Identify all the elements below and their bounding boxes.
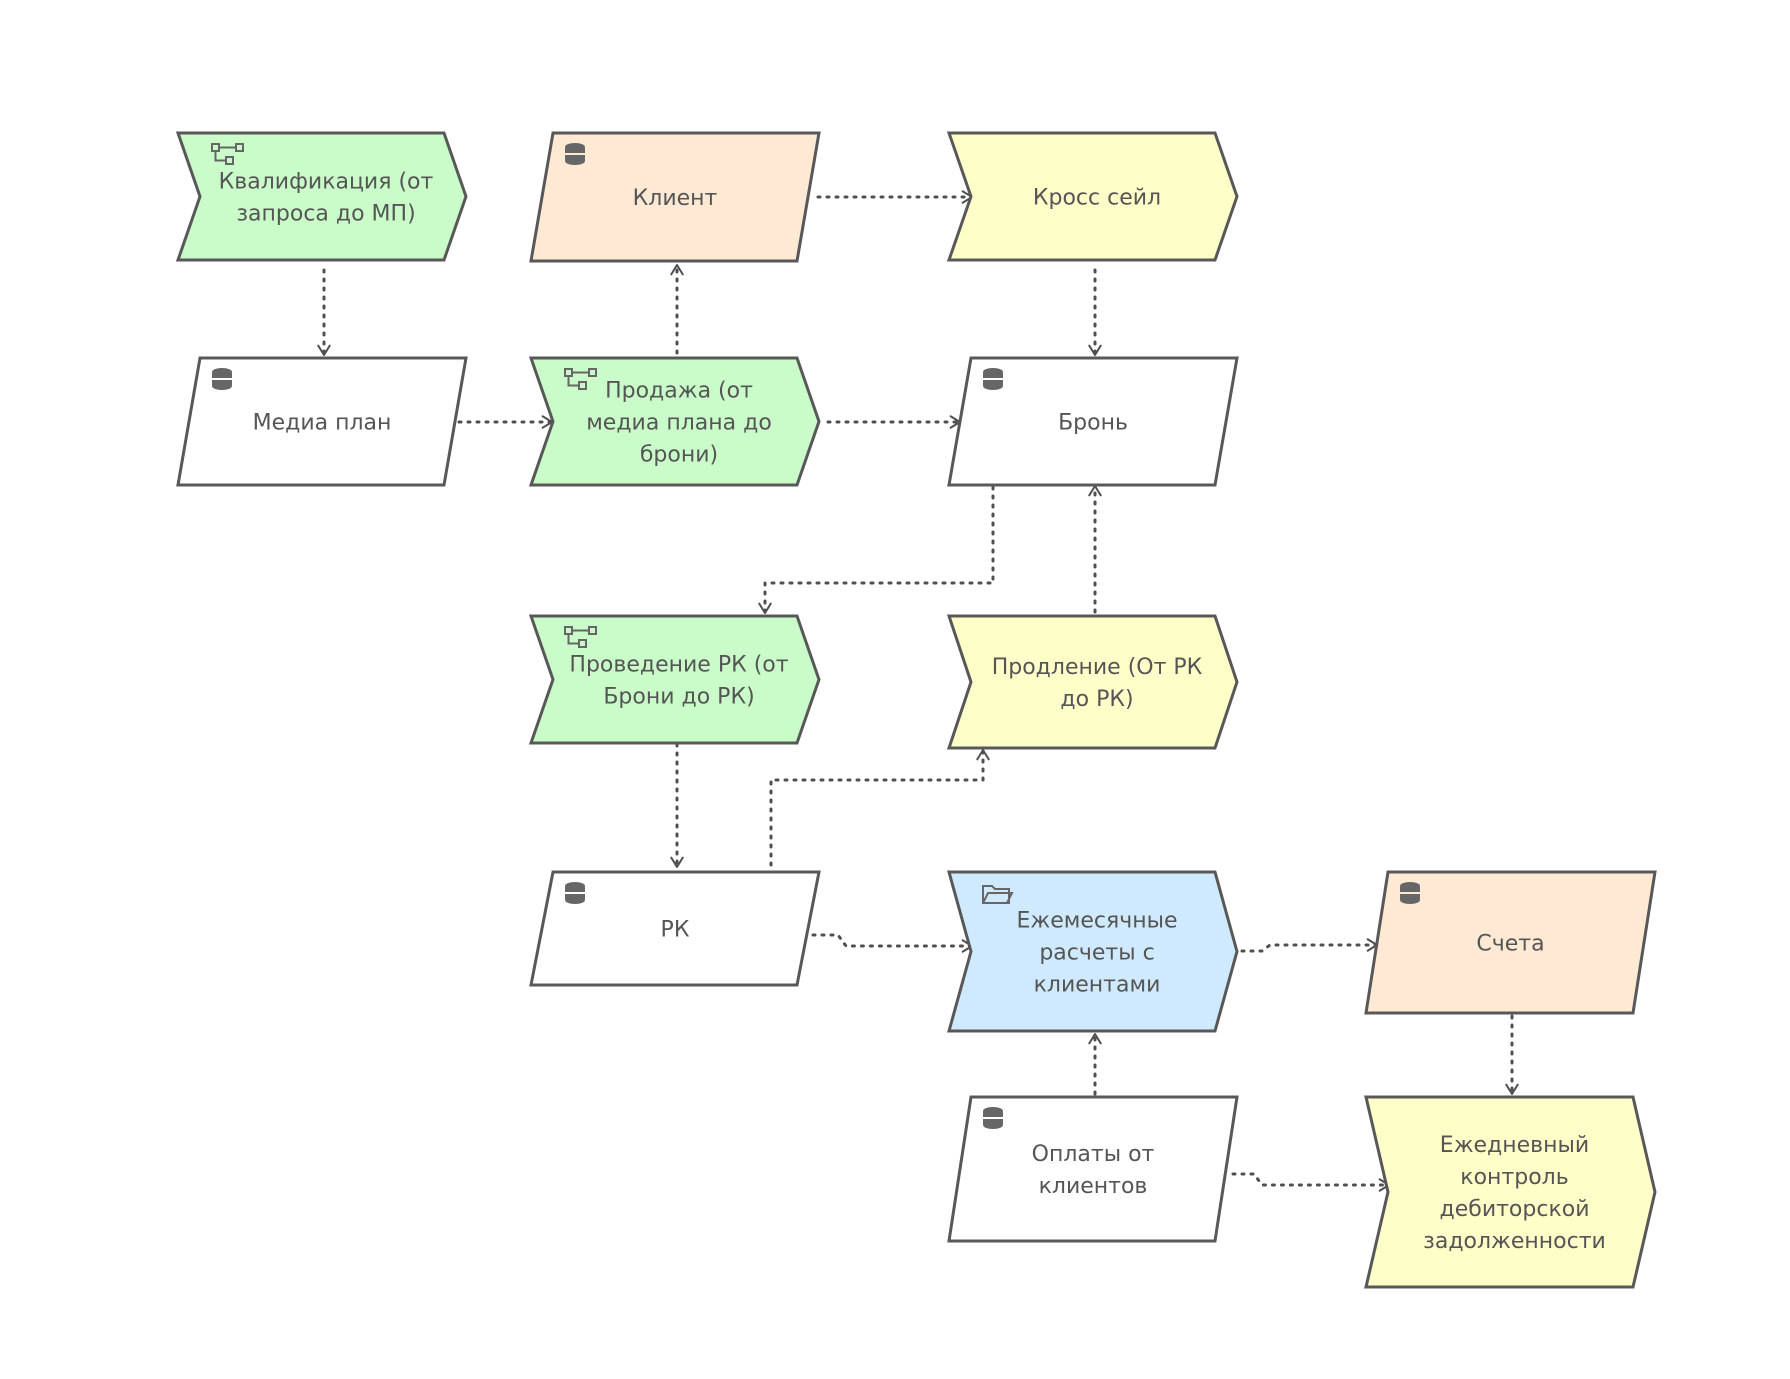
- connector-rk-to-prodlenie[interactable]: [769, 748, 990, 867]
- node-label-line: Кросс сейл: [1033, 186, 1161, 211]
- node-shape: [946, 131, 1239, 262]
- node-label-line: клиентов: [1039, 1174, 1148, 1199]
- connector-oplaty-to-ezhemesyachnye[interactable]: [1088, 1032, 1102, 1096]
- arrowhead-icon: [317, 344, 331, 356]
- node-shape: [176, 356, 468, 487]
- node-rk[interactable]: РК: [529, 870, 821, 987]
- node-label-line: запроса до МП): [236, 202, 415, 227]
- node-label-line: Брони до РК): [603, 685, 754, 710]
- connector-provedenie-rk-to-rk[interactable]: [670, 742, 684, 869]
- arrowhead-icon: [1088, 1033, 1102, 1045]
- node-label-line: до РК): [1060, 687, 1133, 712]
- connector-prodlenie-to-bron[interactable]: [1088, 484, 1102, 614]
- node-shape: [528, 356, 821, 487]
- arrowhead-icon: [1505, 1083, 1519, 1095]
- node-label-line: Продажа (от: [605, 379, 753, 404]
- node-label-line: РК: [661, 918, 690, 943]
- node-prodazha[interactable]: Продажа (от медиа плана до брони): [528, 356, 821, 487]
- node-label-line: расчеты с: [1039, 941, 1154, 966]
- node-shape: [529, 131, 821, 263]
- connector-oplaty-to-ezhednevnyi[interactable]: [1231, 1172, 1391, 1192]
- node-bron[interactable]: Бронь: [947, 356, 1239, 487]
- node-kross-seil[interactable]: Кросс сейл: [946, 131, 1239, 262]
- connector-klient-to-kross-seil[interactable]: [816, 190, 974, 204]
- node-shape: [947, 1095, 1239, 1243]
- arrowhead-icon: [1088, 344, 1102, 356]
- node-shape: [528, 614, 821, 745]
- node-ezhednevnyi[interactable]: Ежедневный контроль дебиторской задолженнос…: [1364, 1095, 1657, 1289]
- node-label-line: контроль: [1460, 1165, 1568, 1190]
- connectors: [317, 190, 1519, 1192]
- node-label-line: Счета: [1476, 932, 1544, 957]
- node-shape: [529, 870, 821, 987]
- arrowhead-icon: [670, 264, 684, 276]
- connector-kvalifikaciya-to-media-plan[interactable]: [317, 268, 331, 357]
- node-label-line: дебиторской: [1440, 1197, 1590, 1222]
- node-label-line: Ежедневный: [1440, 1133, 1589, 1158]
- node-label-line: Медиа план: [253, 411, 392, 436]
- database-icon: [983, 1107, 1003, 1129]
- folder-icon: [982, 885, 1014, 904]
- node-label-line: Ежемесячные: [1016, 909, 1177, 934]
- node-shape: [947, 870, 1239, 1033]
- node-label-line: медиа плана до: [586, 411, 772, 436]
- node-label-line: задолженности: [1423, 1229, 1606, 1254]
- node-label-line: брони): [640, 443, 718, 468]
- node-media-plan[interactable]: Медиа план: [176, 356, 468, 487]
- database-icon: [212, 368, 232, 390]
- connector-ezhemesyachnye-to-scheta[interactable]: [1240, 938, 1379, 953]
- connector-media-plan-to-prodazha[interactable]: [457, 415, 554, 429]
- database-icon: [1400, 882, 1420, 904]
- connector-line: [1240, 943, 1379, 953]
- connector-line: [1231, 1172, 1391, 1187]
- node-label-line: Бронь: [1058, 411, 1128, 436]
- node-label-line: Проведение РК (от: [569, 653, 788, 678]
- node-label-line: Квалификация (от: [219, 170, 434, 195]
- database-icon: [565, 882, 585, 904]
- node-prodlenie[interactable]: Продление (От РК до РК): [946, 614, 1239, 750]
- connector-line: [811, 933, 974, 948]
- node-scheta[interactable]: Счета: [1364, 870, 1657, 1015]
- node-label-line: клиентами: [1034, 973, 1161, 998]
- connector-bron-to-provedenie-rk[interactable]: [758, 485, 995, 615]
- process-tree-icon: [564, 368, 597, 390]
- connector-scheta-to-ezhednevnyi[interactable]: [1505, 1014, 1519, 1096]
- connector-line: [769, 748, 985, 867]
- connector-kross-seil-to-bron[interactable]: [1088, 268, 1102, 357]
- node-klient[interactable]: Клиент: [529, 131, 821, 263]
- process-tree-icon: [211, 143, 244, 165]
- database-icon: [565, 143, 585, 165]
- connector-prodazha-to-bron[interactable]: [826, 415, 962, 429]
- node-label-line: Продление (От РК: [992, 655, 1203, 680]
- node-shape: [1364, 870, 1657, 1015]
- node-shape: [175, 131, 468, 262]
- connector-prodazha-to-klient[interactable]: [670, 263, 684, 355]
- connector-rk-to-ezhemesyachnye[interactable]: [811, 933, 974, 953]
- connector-line: [763, 485, 995, 615]
- node-ezhemesyachnye[interactable]: Ежемесячные расчеты с клиентами: [947, 870, 1239, 1033]
- process-tree-icon: [564, 626, 597, 648]
- node-oplaty[interactable]: Оплаты от клиентов: [947, 1095, 1239, 1243]
- node-label-line: Оплаты от: [1032, 1142, 1155, 1167]
- arrowhead-icon: [758, 602, 772, 614]
- node-shape: [1364, 1095, 1657, 1289]
- node-kvalifikaciya[interactable]: Квалификация (от запроса до МП): [175, 131, 468, 262]
- node-shape: [947, 356, 1239, 487]
- arrowhead-icon: [670, 856, 684, 868]
- arrowhead-icon: [976, 749, 990, 761]
- nodes: Квалификация (от запроса до МП) Клиент Крос…: [175, 131, 1657, 1289]
- node-shape: [946, 614, 1239, 750]
- node-label-line: Клиент: [633, 186, 718, 211]
- database-icon: [983, 368, 1003, 390]
